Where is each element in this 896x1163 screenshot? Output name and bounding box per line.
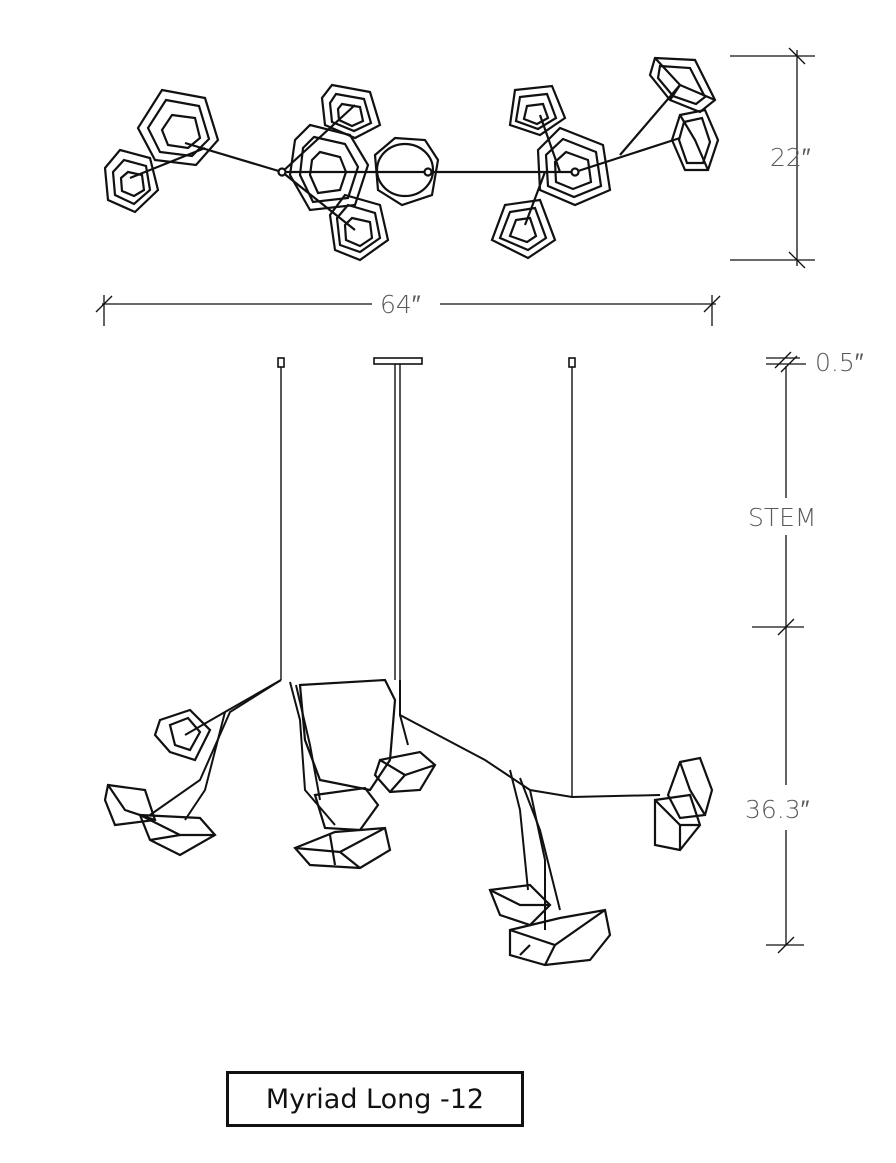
width-dimension-line bbox=[95, 295, 721, 326]
plan-shade-5 bbox=[328, 193, 390, 262]
height-dimension-line bbox=[752, 366, 804, 954]
product-title: Myriad Long -12 bbox=[226, 1071, 524, 1127]
plan-shade-7 bbox=[508, 84, 567, 137]
elevation-shade-g bbox=[653, 756, 714, 852]
plan-shade-8 bbox=[536, 126, 612, 207]
canopy-left bbox=[277, 357, 285, 368]
plan-shade-10 bbox=[648, 56, 717, 114]
width-label: 64″ bbox=[380, 290, 421, 319]
canopy-dimension-line bbox=[766, 351, 806, 373]
plan-shade-11 bbox=[670, 108, 720, 172]
canopy-right bbox=[568, 357, 576, 368]
dimension-lines bbox=[95, 47, 815, 954]
elevation-shade-c bbox=[298, 678, 397, 792]
canopy-center bbox=[373, 357, 423, 365]
body-height-label: 36.3″ bbox=[745, 795, 810, 824]
plan-shade-3 bbox=[320, 83, 382, 140]
depth-label: 22″ bbox=[770, 143, 811, 172]
plan-view bbox=[103, 56, 720, 262]
elevation-view bbox=[103, 357, 714, 967]
depth-dimension-line bbox=[730, 47, 815, 269]
elevation-branches bbox=[149, 679, 661, 930]
stem-label: STEM bbox=[748, 503, 817, 532]
elevation-shade-e bbox=[293, 786, 392, 870]
center-stem bbox=[394, 364, 401, 680]
canopy-label: 0.5″ bbox=[815, 348, 864, 377]
plan-shade-9 bbox=[490, 198, 557, 260]
plan-shade-6 bbox=[373, 136, 440, 207]
elevation-shade-d bbox=[373, 750, 437, 794]
elevation-shade-a bbox=[153, 708, 212, 762]
plan-shade-2 bbox=[103, 148, 160, 214]
plan-shade-4 bbox=[288, 123, 370, 212]
elevation-shade-f bbox=[488, 883, 612, 967]
elevation-shade-b bbox=[103, 783, 217, 857]
plan-shade-1 bbox=[136, 88, 220, 167]
